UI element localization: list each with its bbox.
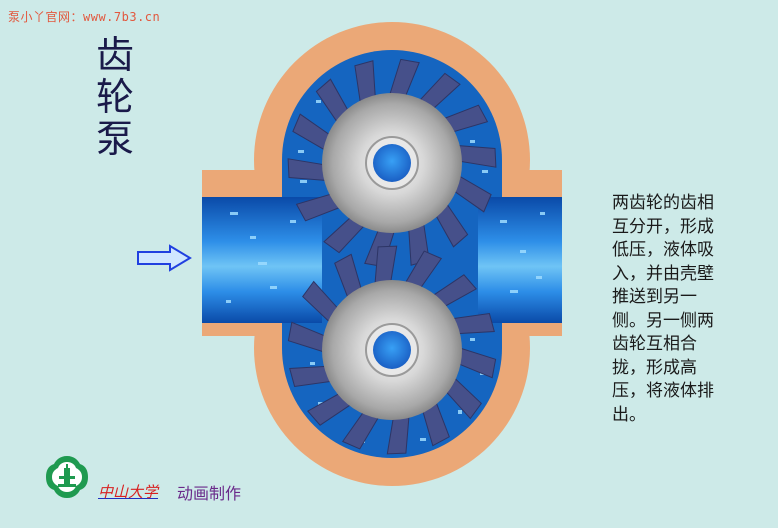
gear-bore [373, 331, 411, 369]
watermark-url: 泵小丫官网：www.7b3.cn [8, 10, 161, 24]
inlet-pipe [202, 197, 322, 323]
lower-gear [287, 245, 497, 455]
animation-credit: 动画制作 [177, 484, 242, 503]
page-title: 齿 轮 泵 [92, 34, 138, 160]
inlet-arrow-icon [137, 244, 192, 272]
title-char: 齿 [95, 33, 134, 77]
upper-gear [287, 58, 497, 268]
description-text: 两齿轮的齿相互分开，形成低压，液体吸入，并由壳壁推送到另一侧。另一侧两齿轮互相合… [612, 193, 714, 425]
title-char: 泵 [95, 117, 134, 161]
outlet-pipe [478, 197, 562, 323]
university-logo-icon [44, 454, 90, 504]
title-char: 轮 [95, 75, 134, 119]
university-name: 中山大学 [98, 483, 159, 501]
gear-bore [373, 144, 411, 182]
